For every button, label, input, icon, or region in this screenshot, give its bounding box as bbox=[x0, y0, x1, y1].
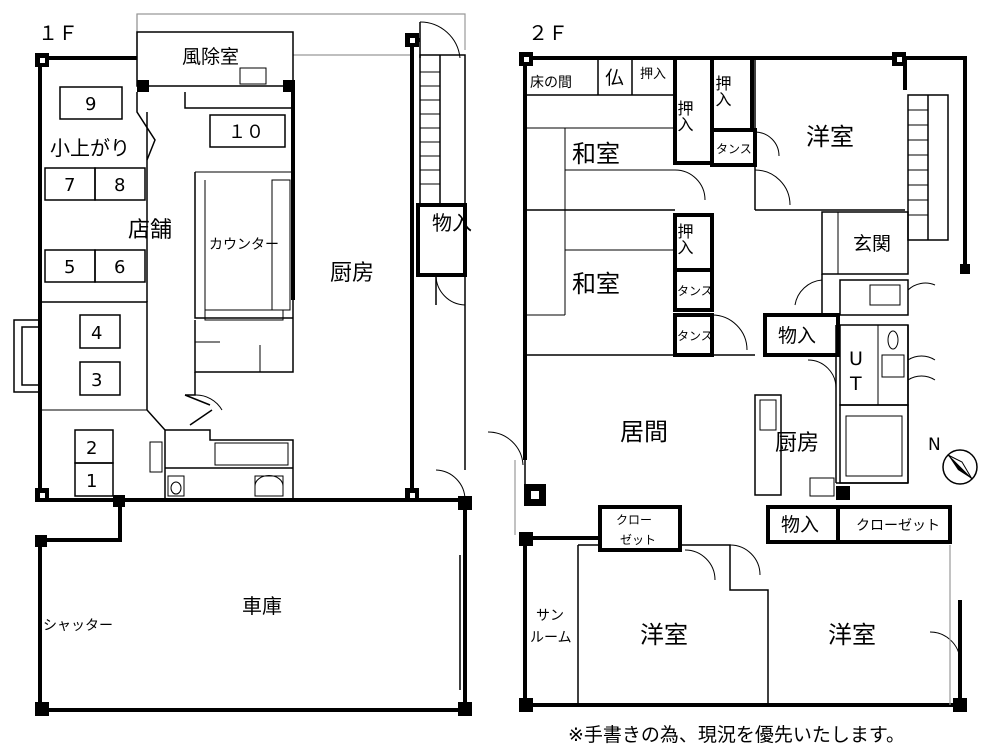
storage-b: 物入 クローゼット bbox=[729, 505, 952, 576]
sunroom: サン ルーム bbox=[530, 608, 572, 646]
table-seats: 9 １０ 7 8 5 6 4 3 2 1 bbox=[44, 86, 286, 497]
floor-1: １Ｆ 風除室 bbox=[13, 13, 472, 716]
washitsu-a-label: 和室 bbox=[572, 140, 620, 168]
sunroom-label-2: ルーム bbox=[530, 630, 572, 646]
closet-b-label: クローゼット bbox=[856, 518, 940, 534]
floor-1-columns bbox=[35, 33, 419, 502]
table-7-label: 7 bbox=[64, 175, 75, 196]
closet-a: クロー ゼット bbox=[598, 505, 716, 581]
ut-label-u: U bbox=[849, 348, 863, 370]
oshiire-b-label: 押入 bbox=[713, 75, 732, 107]
floor-2: ２Ｆ 床の間 仏 押入 bbox=[487, 21, 970, 712]
closet-a-label: クロー bbox=[616, 513, 652, 527]
table-2-label: 2 bbox=[86, 438, 97, 459]
counter-area: カウンター bbox=[184, 92, 293, 321]
kitchen-2f-label: 厨房 bbox=[775, 431, 819, 456]
youshitsu-ne: 洋室 bbox=[754, 58, 905, 211]
tansu-b-label: タンス bbox=[677, 284, 713, 298]
butsudan-label: 仏 bbox=[605, 67, 624, 89]
floor-2-heading: ２Ｆ bbox=[528, 21, 568, 45]
sunroom-label-1: サン bbox=[536, 608, 564, 624]
youshitsu-se-label: 洋室 bbox=[828, 621, 876, 649]
genkan-label: 玄関 bbox=[853, 233, 891, 255]
footnote: ※手書きの為、現況を優先いたします。 bbox=[568, 724, 905, 746]
storage-a-label: 物入 bbox=[778, 325, 816, 347]
compass-label: N bbox=[928, 435, 941, 455]
genkan: 玄関 bbox=[794, 211, 909, 315]
table-3-label: 3 bbox=[91, 370, 102, 391]
table-6-label: 6 bbox=[114, 257, 125, 278]
oshiire-a-label: 押入 bbox=[675, 100, 694, 132]
koagari-label: 小上がり bbox=[50, 136, 130, 160]
oshiire-small-label: 押入 bbox=[640, 67, 666, 82]
kitchen-1f-label: 厨房 bbox=[330, 261, 374, 286]
garage-label: 車庫 bbox=[242, 594, 282, 618]
storage-a: 物入 bbox=[763, 313, 840, 357]
storage-1f-label-a: 物入 bbox=[432, 211, 472, 235]
utility-bath: U T bbox=[807, 324, 936, 484]
living: 居間 bbox=[487, 418, 668, 535]
table-4 bbox=[79, 314, 121, 349]
table-3 bbox=[79, 361, 121, 396]
wind-room-label: 風除室 bbox=[182, 46, 239, 68]
washitsu-a: 和室 bbox=[525, 128, 675, 211]
table-1 bbox=[74, 462, 114, 497]
oshiire-c-label: 押入 bbox=[675, 223, 694, 255]
north-compass: N bbox=[928, 435, 978, 485]
shutter-label: シャッター bbox=[43, 618, 113, 634]
counter-label: カウンター bbox=[209, 237, 279, 253]
table-10 bbox=[209, 114, 286, 148]
garage: 車庫 シャッター bbox=[35, 495, 472, 716]
kitchen-2f: 厨房 bbox=[754, 394, 835, 497]
washitsu-b: 和室 bbox=[525, 210, 755, 356]
alcove-row: 床の間 仏 押入 bbox=[525, 58, 676, 165]
table-8 bbox=[94, 167, 146, 201]
living-label: 居間 bbox=[620, 418, 668, 446]
tansu-c-label: タンス bbox=[677, 329, 713, 343]
stairs-2f bbox=[907, 94, 949, 241]
table-1-label: 1 bbox=[86, 471, 97, 492]
youshitsu-ne-label: 洋室 bbox=[806, 123, 854, 151]
closet-column: 押入 押入 タンス 押入 タンス タンス bbox=[673, 56, 780, 357]
floor-1-walls bbox=[38, 38, 465, 502]
table-6 bbox=[94, 249, 146, 283]
closet-a-label-2: ゼット bbox=[620, 533, 656, 547]
ut-label-t: T bbox=[849, 373, 862, 395]
table-5-label: 5 bbox=[64, 257, 75, 278]
table-10-label: １０ bbox=[228, 122, 264, 143]
washitsu-b-label: 和室 bbox=[572, 270, 620, 298]
floor-1-heading: １Ｆ bbox=[38, 21, 78, 45]
shop-label: 店舗 bbox=[128, 218, 172, 243]
table-9 bbox=[59, 86, 123, 120]
table-9-label: 9 bbox=[85, 94, 96, 115]
wind-room: 風除室 bbox=[136, 31, 294, 87]
tansu-a-label: タンス bbox=[716, 142, 752, 156]
storage-b-label: 物入 bbox=[781, 514, 819, 536]
floor-2-columns bbox=[519, 52, 970, 712]
youshitsu-sw-label: 洋室 bbox=[640, 621, 688, 649]
table-8-label: 8 bbox=[114, 175, 125, 196]
stairs-1f bbox=[419, 21, 466, 206]
tokonoma-label: 床の間 bbox=[530, 75, 572, 91]
table-4-label: 4 bbox=[91, 323, 102, 344]
